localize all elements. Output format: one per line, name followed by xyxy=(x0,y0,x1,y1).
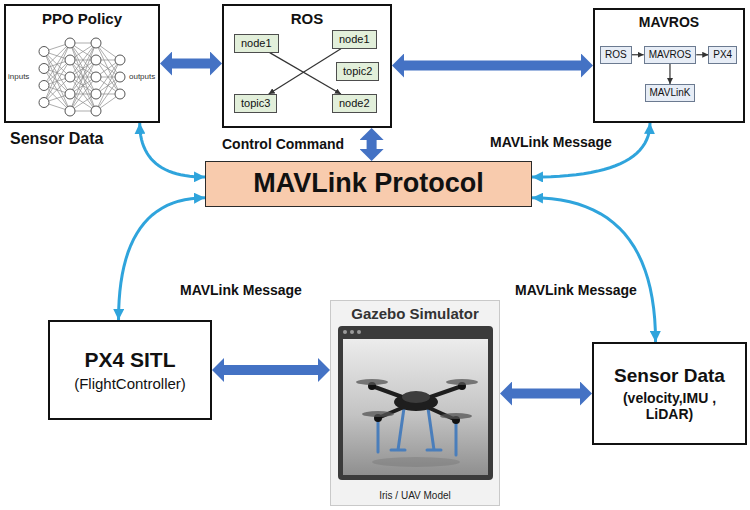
connector-label: MAVLink Message xyxy=(490,134,612,150)
node-name: node2 xyxy=(339,97,370,110)
panel-text: Iris / UAV Model xyxy=(379,490,451,502)
block-arrow xyxy=(367,140,377,149)
protocol-box: MAVLink Protocol xyxy=(205,161,532,207)
network-layer-label: outputs xyxy=(129,72,155,81)
part-name: ROS xyxy=(605,49,627,61)
message-arrow xyxy=(532,123,650,177)
topic-name: topic2 xyxy=(343,65,372,78)
screen-frame xyxy=(338,326,493,480)
flow-arrow xyxy=(270,53,341,94)
message-arrow xyxy=(119,198,205,320)
connector-label: Control Command xyxy=(222,136,344,152)
node-name: node1 xyxy=(241,37,272,50)
topic-name: topic3 xyxy=(241,97,270,110)
ros-node-box: node1 xyxy=(234,34,279,53)
box-heading: MAVROS xyxy=(639,14,699,30)
connector-label: Sensor Data xyxy=(10,130,103,148)
policy-box: PPO Policy xyxy=(4,4,160,123)
block-arrow xyxy=(404,61,581,71)
box-heading: ROS xyxy=(291,10,324,27)
part-name: MAVLinK xyxy=(650,87,691,99)
box-text: Sensor Data xyxy=(614,365,725,387)
mavros-part-box: PX4 xyxy=(708,46,737,64)
panel-text: Gazebo Simulator xyxy=(351,305,479,322)
scene-floor xyxy=(343,339,488,475)
ros-topic-box: topic2 xyxy=(336,62,379,81)
box-heading: PPO Policy xyxy=(42,10,122,27)
ros-node-box: node2 xyxy=(332,94,377,113)
drone-propellers xyxy=(356,379,478,419)
box-text: (FlightController) xyxy=(74,375,186,392)
flight-controller-box: PX4 SITL (FlightController) xyxy=(48,320,212,420)
mavros-part-box: MAVROS xyxy=(644,46,697,64)
message-arrow xyxy=(532,198,656,342)
flow-arrow xyxy=(669,64,670,85)
drone-canopy xyxy=(402,391,430,403)
network-layer-label: inputs xyxy=(8,72,29,81)
network-links xyxy=(44,43,120,111)
ros-box: ROS node1 node1 topic2 topic3 node2 xyxy=(222,4,392,128)
flow-arrow xyxy=(696,54,708,55)
ros-topic-box: topic3 xyxy=(234,94,277,113)
ros-node-box: node1 xyxy=(332,30,377,49)
window-dot xyxy=(357,330,361,334)
part-name: PX4 xyxy=(713,49,732,61)
neural-network-illustration xyxy=(39,38,125,116)
window-dot xyxy=(343,330,347,334)
node-name: node1 xyxy=(339,33,370,46)
protocol-name: MAVLink Protocol xyxy=(253,168,484,199)
block-arrow xyxy=(172,59,210,69)
simulator-panel: Gazebo SimulatorIris / UAV Model xyxy=(330,300,500,506)
mavros-part-box: ROS xyxy=(600,46,632,64)
mavros-part-box: MAVLinK xyxy=(645,84,696,102)
box-text: (velocity,IMU , LiDAR) xyxy=(602,390,737,422)
connector-label: MAVLink Message xyxy=(515,282,637,298)
mavros-box: MAVROS ROS MAVROS PX4MAVLinK xyxy=(593,8,745,123)
flow-arrow xyxy=(632,54,644,55)
sensor-box: Sensor Data (velocity,IMU , LiDAR) xyxy=(592,342,747,445)
simulator-panel-ground xyxy=(330,300,500,506)
connector-label: MAVLink Message xyxy=(180,282,302,298)
block-arrow xyxy=(224,365,318,375)
drone-shadow xyxy=(372,457,460,467)
simulator-illustration xyxy=(330,300,500,506)
part-name: MAVROS xyxy=(649,49,692,61)
window-dot xyxy=(350,330,354,334)
flow-arrow xyxy=(269,49,341,94)
message-arrow xyxy=(140,123,205,177)
network-neurons xyxy=(39,38,125,116)
block-arrow xyxy=(512,389,580,399)
box-text: PX4 SITL xyxy=(84,348,175,372)
